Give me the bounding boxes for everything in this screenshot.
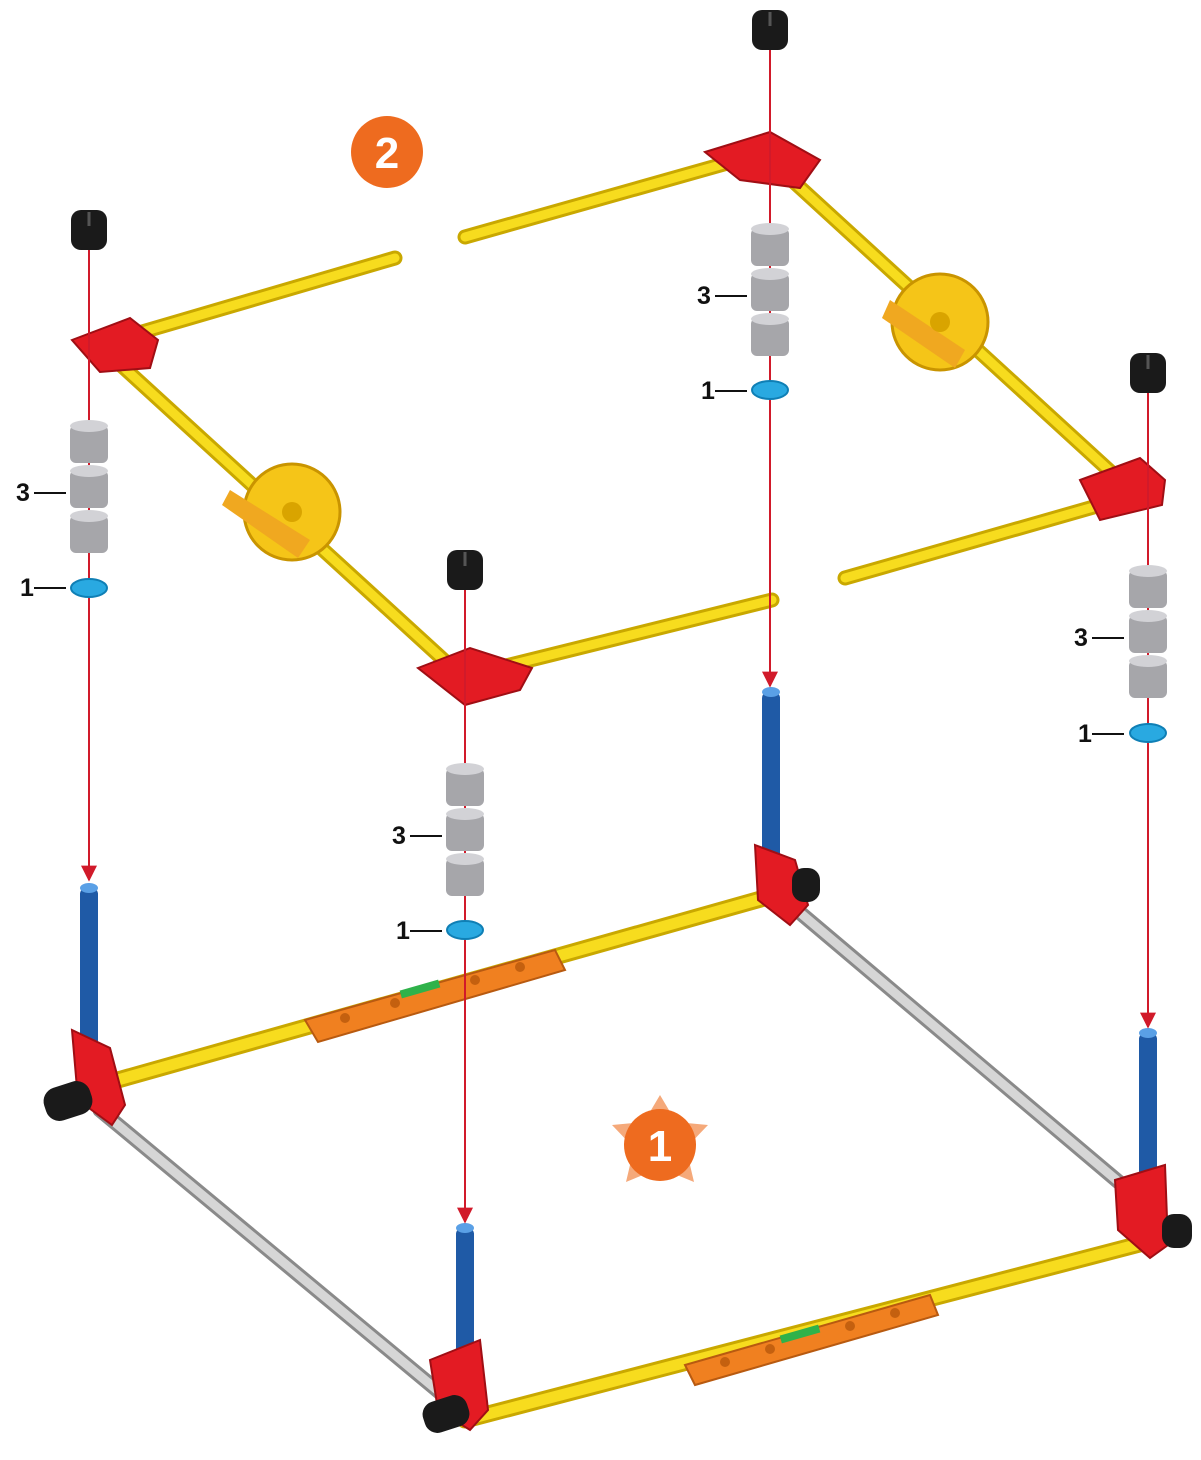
top-frame [70,130,1167,707]
cap-back [752,10,788,50]
washers [70,380,1167,940]
spacer-stack-left [70,420,108,553]
yellow-gear-connector-left [222,462,342,562]
assembly-arrows [81,50,1156,1224]
step-1-badge: 1 [612,1095,708,1182]
quantity-callouts: 3 1 3 1 3 1 3 1 [16,282,1124,945]
blue-rod-back [762,687,780,887]
black-top-caps [71,10,1166,590]
top-yellow-rods [102,150,1133,683]
spacer-count-label: 3 [697,282,711,310]
step-1-number: 1 [648,1122,672,1171]
red-corner-bottom-back [753,843,810,927]
red-corner-bottom-right [1113,1163,1170,1260]
bottom-gray-rods [92,892,1148,1413]
step-2-badge: 2 [351,116,423,188]
spacer-count-label: 3 [392,822,406,850]
washer-front [446,920,484,940]
orange-mid-connector-1 [303,948,567,1044]
spacer-count-label: 3 [1074,624,1088,652]
spacer-stack-back [751,223,789,356]
cap-front [447,550,483,590]
spacer-stack-front [446,763,484,896]
orange-mid-connector-2 [683,1293,940,1387]
washer-left [70,578,108,598]
washer-count-label: 1 [701,377,715,405]
washer-count-label: 1 [396,917,410,945]
yellow-gear-connector-right [882,272,990,372]
red-corner-top-front [415,646,534,707]
step-2-number: 2 [375,129,399,178]
red-corner-top-left [70,316,160,374]
bottom-frame [43,687,1192,1433]
cap-left [71,210,107,250]
washer-count-label: 1 [20,574,34,602]
cap-right [1130,353,1166,393]
spacer-stack-right [1129,565,1167,698]
washer-back [751,380,789,400]
red-corner-top-back [702,130,822,190]
black-endcaps-bottom [43,868,1192,1433]
spacer-count-label: 3 [16,479,30,507]
washer-count-label: 1 [1078,720,1092,748]
washer-right [1129,723,1167,743]
red-corner-top-right [1078,456,1167,522]
